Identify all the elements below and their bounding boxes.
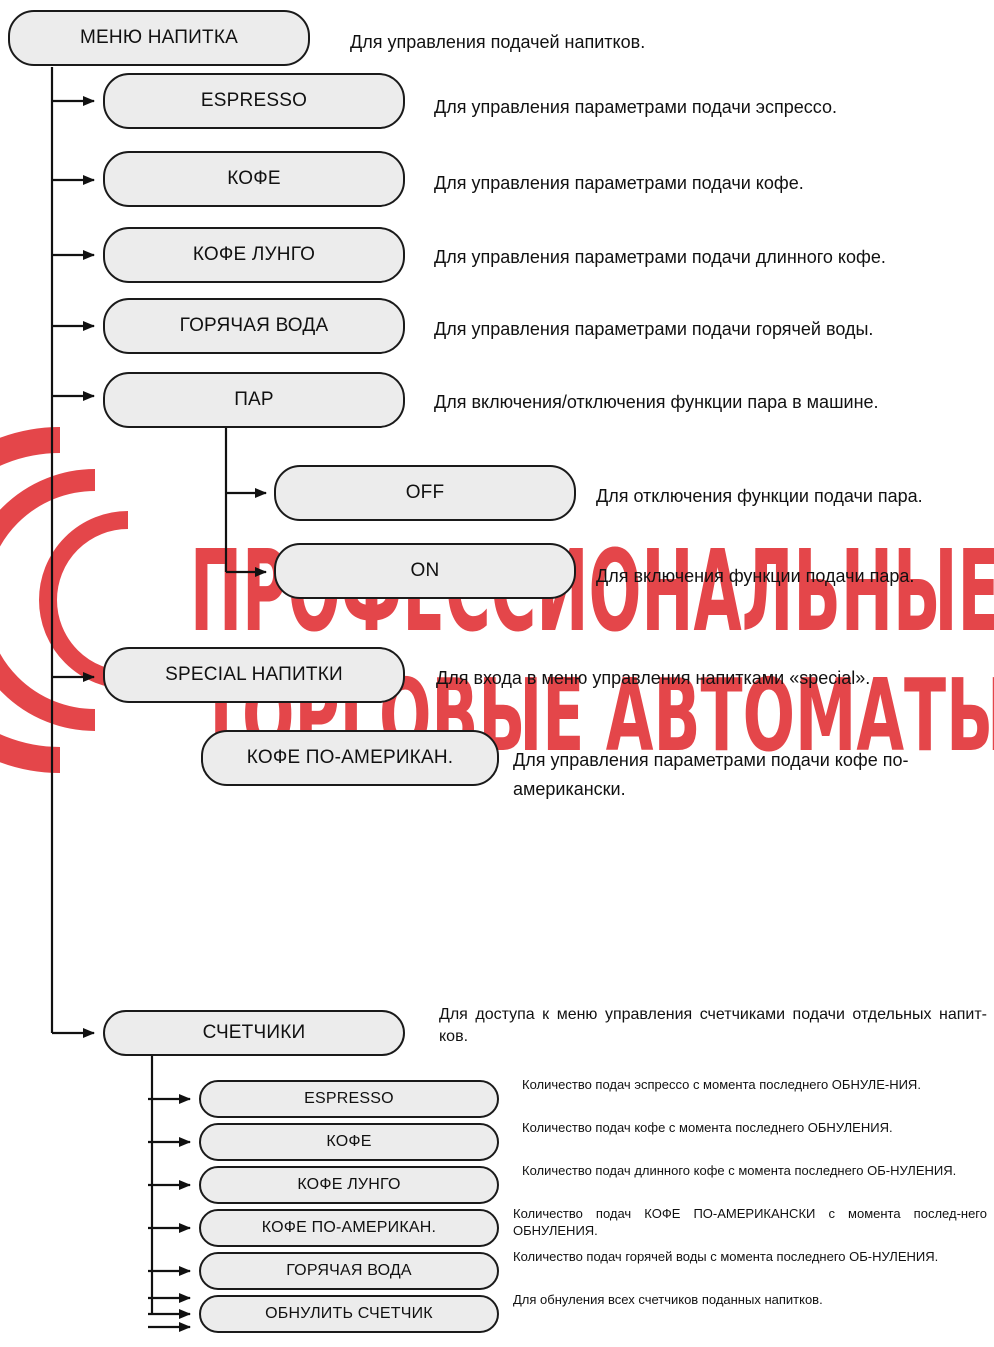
coffee-box: КОФЕ xyxy=(103,151,405,207)
counter-americano-desc: Количество подач КОФЕ ПО-АМЕРИКАНСКИ с м… xyxy=(513,1206,987,1238)
lungo-box: КОФЕ ЛУНГО xyxy=(103,227,405,283)
americano-desc: Для управления параметрами подачи кофе п… xyxy=(513,750,909,799)
counter-coffee-box: КОФЕ xyxy=(199,1123,499,1161)
counter-hot-water-box: ГОРЯЧАЯ ВОДА xyxy=(199,1252,499,1290)
steam-on-desc: Для включения функции подачи пара. xyxy=(596,566,915,586)
counter-lungo-desc: Количество подач длинного кофе с момента… xyxy=(522,1163,957,1178)
special-drinks-box: SPECIAL НАПИТКИ xyxy=(103,647,405,703)
menu-root-box: МЕНЮ НАПИТКА xyxy=(8,10,310,66)
counter-americano-box: КОФЕ ПО-АМЕРИКАН. xyxy=(199,1209,499,1247)
steam-on-box: ON xyxy=(274,543,576,599)
counter-lungo-box: КОФЕ ЛУНГО xyxy=(199,1166,499,1204)
hot-water-desc: Для управления параметрами подачи горяче… xyxy=(434,319,874,339)
reset-counter-box: ОБНУЛИТЬ СЧЕТЧИК xyxy=(199,1295,499,1333)
steam-box: ПАР xyxy=(103,372,405,428)
counter-hot-water-desc: Количество подач горячей воды с момента … xyxy=(513,1249,939,1264)
counter-espresso-desc: Количество подач эспрессо с момента посл… xyxy=(522,1077,921,1092)
lungo-desc: Для управления параметрами подачи длинно… xyxy=(434,247,886,267)
counter-espresso-box: ESPRESSO xyxy=(199,1080,499,1118)
hot-water-box: ГОРЯЧАЯ ВОДА xyxy=(103,298,405,354)
steam-desc: Для включения/отключения функции пара в … xyxy=(434,392,879,412)
reset-counter-desc: Для обнуления всех счетчиков поданных на… xyxy=(513,1292,823,1307)
espresso-box: ESPRESSO xyxy=(103,73,405,129)
americano-box: КОФЕ ПО-АМЕРИКАН. xyxy=(201,730,499,786)
coffee-desc: Для управления параметрами подачи кофе. xyxy=(434,173,804,193)
steam-off-box: OFF xyxy=(274,465,576,521)
espresso-desc: Для управления параметрами подачи эспрес… xyxy=(434,97,837,117)
menu-root-desc: Для управления подачей напитков. xyxy=(350,32,646,52)
watermark-logo xyxy=(0,427,129,773)
counters-box: СЧЕТЧИКИ xyxy=(103,1010,405,1056)
counters-desc: Для доступа к меню управления счетчиками… xyxy=(439,1006,987,1045)
counter-coffee-desc: Количество подач кофе с момента последне… xyxy=(522,1120,893,1135)
steam-off-desc: Для отключения функции подачи пара. xyxy=(596,486,923,506)
special-drinks-desc: Для входа в меню управления напитками «s… xyxy=(436,668,871,688)
